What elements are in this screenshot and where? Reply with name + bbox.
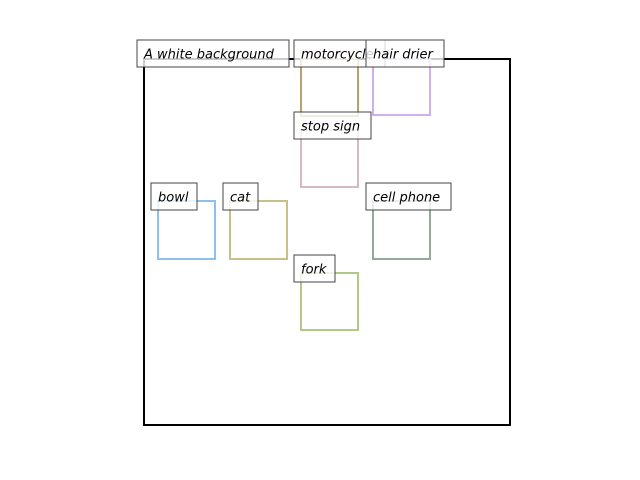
object-label-text: motorcycle <box>301 48 374 63</box>
canvas-caption-box <box>136 39 290 68</box>
object-label-box <box>293 111 372 140</box>
object-label-box <box>365 39 445 68</box>
object-label-box <box>293 254 336 283</box>
object-label-fork: fork <box>293 254 336 283</box>
object-box-motorcycle <box>300 58 359 117</box>
object-label-bowl: bowl <box>150 182 198 211</box>
object-label-cat: cat <box>222 182 259 211</box>
object-label-box <box>365 182 452 211</box>
object-label-text: hair drier <box>373 48 435 63</box>
object-label-text: cell phone <box>373 191 440 206</box>
canvas-caption: A white background <box>136 39 290 68</box>
object-label-stop-sign: stop sign <box>293 111 372 140</box>
object-label-text: stop sign <box>301 120 360 135</box>
canvas-caption-text: A white background <box>143 48 275 63</box>
object-label-text: cat <box>230 191 251 206</box>
object-label-text: bowl <box>158 191 189 206</box>
object-label-text: fork <box>301 263 327 278</box>
object-label-box <box>222 182 259 211</box>
object-label-cell-phone: cell phone <box>365 182 452 211</box>
object-label-box <box>150 182 198 211</box>
object-label-hair-drier: hair drier <box>365 39 445 68</box>
